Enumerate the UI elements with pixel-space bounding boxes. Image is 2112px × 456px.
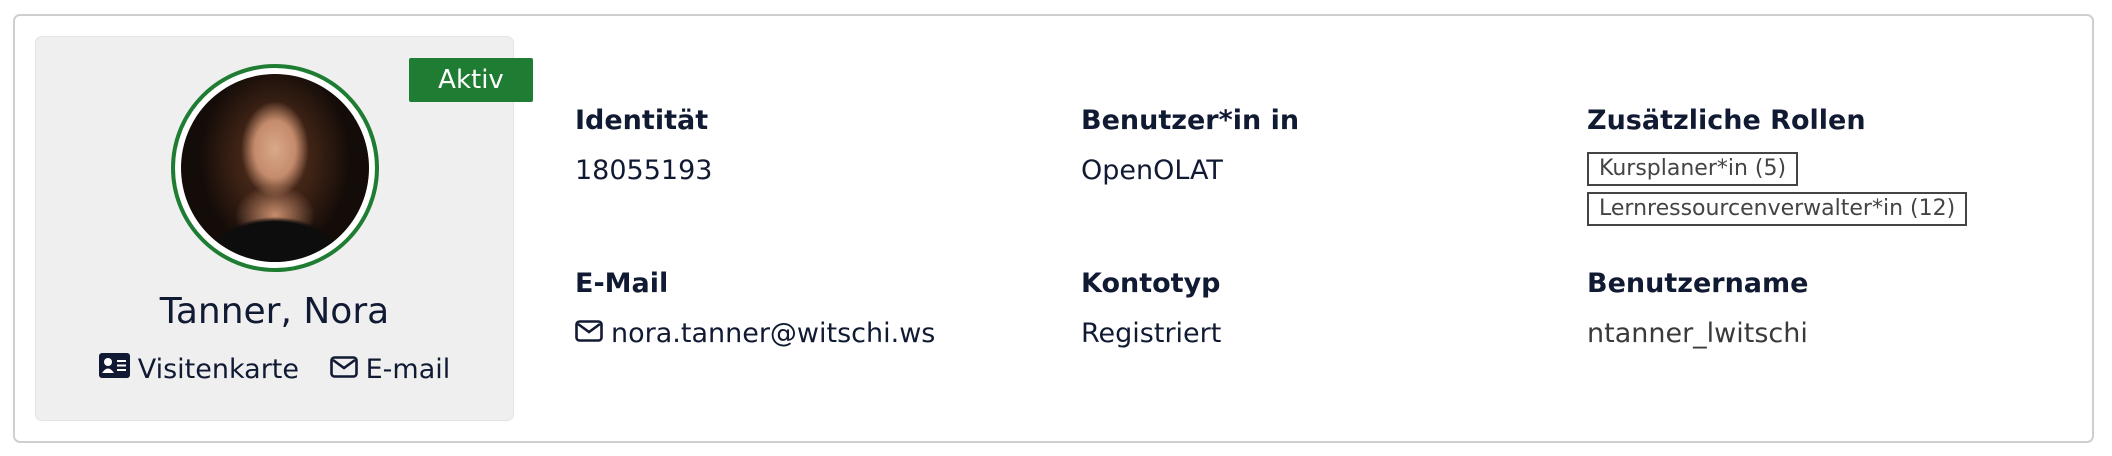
- email-link-label: E-mail: [365, 354, 451, 385]
- user-profile-panel: [13, 14, 2094, 443]
- account-type-label: Kontotyp: [1081, 268, 1221, 299]
- email-value-row: nora.tanner@witschi.ws: [575, 317, 935, 351]
- field-account-type: Kontotyp Registriert: [1081, 267, 1221, 351]
- field-email: E-Mail nora.tanner@witschi.ws: [575, 267, 935, 351]
- account-type-value: Registriert: [1081, 318, 1222, 349]
- user-in-label: Benutzer*in in: [1081, 105, 1300, 136]
- envelope-icon: [575, 317, 611, 351]
- role-tag: Kursplaner*in (5): [1587, 152, 1799, 186]
- field-username: Benutzername ntanner_lwitschi: [1587, 267, 1808, 351]
- business-card-link[interactable]: Visitenkarte: [98, 352, 299, 388]
- field-additional-roles: Zusätzliche Rollen Kursplaner*in (5) Ler…: [1587, 104, 1968, 232]
- email-link[interactable]: E-mail: [329, 352, 451, 388]
- avatar: [171, 64, 379, 272]
- identity-label: Identität: [575, 105, 709, 136]
- id-card-icon: [98, 352, 138, 388]
- identity-value: 18055193: [575, 155, 713, 186]
- email-address-link[interactable]: nora.tanner@witschi.ws: [611, 318, 936, 349]
- username-label: Benutzername: [1587, 268, 1809, 299]
- profile-links: Visitenkarte E-mail: [35, 352, 514, 388]
- additional-roles-label: Zusätzliche Rollen: [1587, 105, 1866, 136]
- user-full-name: Tanner, Nora: [159, 291, 390, 332]
- role-tags: Kursplaner*in (5) Lernressourcenverwalte…: [1587, 152, 1968, 226]
- avatar-photo: [181, 74, 369, 262]
- status-badge: Aktiv: [409, 58, 533, 102]
- field-user-in: Benutzer*in in OpenOLAT: [1081, 104, 1299, 188]
- business-card-label: Visitenkarte: [137, 354, 299, 385]
- role-tag: Lernressourcenverwalter*in (12): [1587, 192, 1968, 226]
- email-label: E-Mail: [575, 268, 669, 299]
- envelope-icon: [329, 352, 366, 388]
- user-in-value: OpenOLAT: [1081, 155, 1223, 186]
- field-identity: Identität 18055193: [575, 104, 712, 188]
- username-value: ntanner_lwitschi: [1587, 318, 1808, 349]
